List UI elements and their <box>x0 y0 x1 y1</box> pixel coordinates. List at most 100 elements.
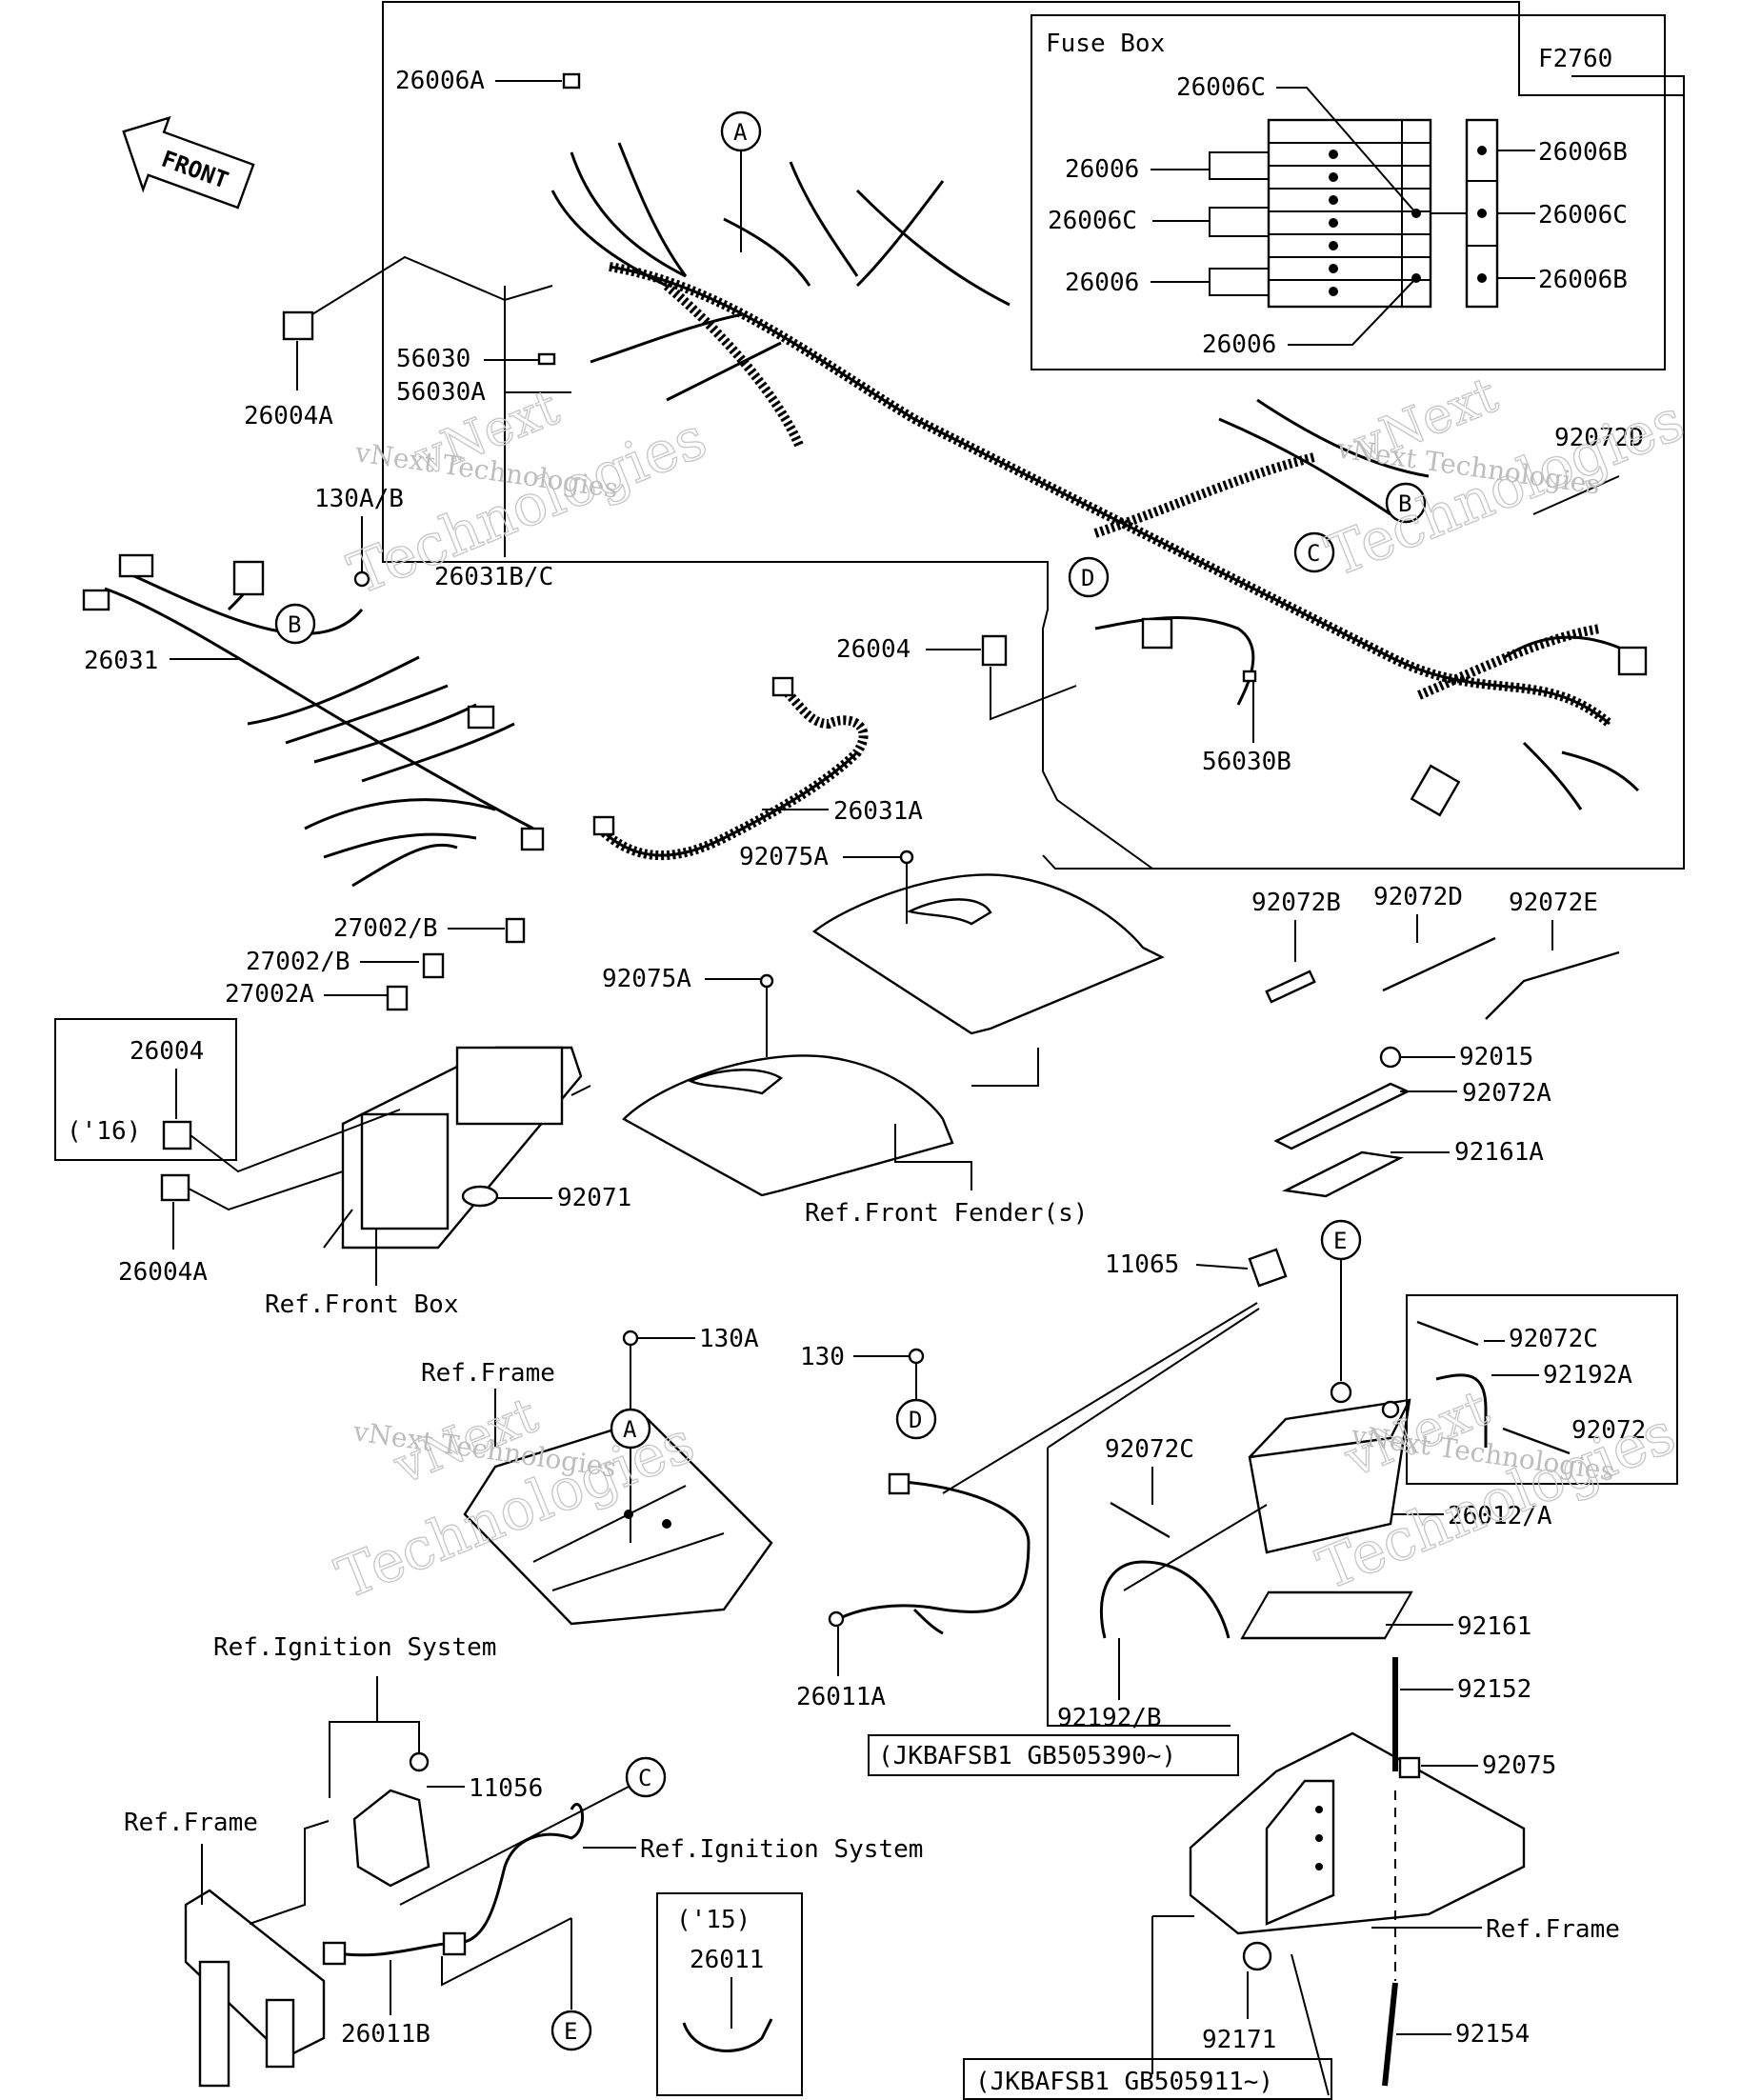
pad-92161A <box>1282 1150 1404 1198</box>
callout-C-bottom <box>625 1756 667 1798</box>
label-ref-ignition-top: Ref.Ignition System <box>213 1633 496 1662</box>
nut-92075 <box>1398 1756 1421 1779</box>
battery-tray <box>1189 1731 1526 1935</box>
label-92152: 92152 <box>1457 1675 1531 1704</box>
label-92072: 92072 <box>1571 1416 1646 1445</box>
variant-box-15 <box>656 1892 803 2096</box>
rod-92154 <box>1382 1982 1398 2087</box>
bolt-130AB <box>353 570 370 588</box>
svg-text:A: A <box>623 1416 637 1443</box>
front-box <box>323 1046 591 1250</box>
leader <box>1047 1308 1260 1449</box>
harness-boundary-left <box>382 246 1153 870</box>
connector-27002B-mid <box>422 952 445 979</box>
label-92071: 92071 <box>557 1184 631 1212</box>
svg-text:E: E <box>1333 1228 1347 1254</box>
fuse-leader <box>1276 87 1417 214</box>
label-92192A: 92192A <box>1543 1361 1632 1390</box>
fuse-label-26006-lower: 26006 <box>1065 269 1139 297</box>
variant-box-16 <box>54 1018 237 1161</box>
label-56030A: 56030A <box>396 378 486 407</box>
cover-11065 <box>1248 1248 1288 1288</box>
tie-92072 <box>1502 1427 1571 1455</box>
label-11056: 11056 <box>469 1774 543 1803</box>
leader <box>942 1302 1258 1494</box>
label-92072E: 92072E <box>1509 889 1598 917</box>
leader <box>990 667 1077 721</box>
label-ref-front-box: Ref.Front Box <box>265 1290 459 1319</box>
fuse-block <box>1267 118 1499 309</box>
label-ref-frame-right: Ref.Frame <box>1486 1915 1620 1944</box>
label-26004-mid: 26004 <box>836 635 911 664</box>
fuse-label-26006C-mid: 26006C <box>1048 207 1137 235</box>
front-arrow-icon: FRONT <box>122 115 255 210</box>
fuse-bracket <box>1209 207 1269 237</box>
svg-text:C: C <box>1307 540 1320 567</box>
label-26004A-left: 26004A <box>118 1258 208 1287</box>
label-26031BC: 26031B/C <box>434 563 553 591</box>
label-26004A-top: 26004A <box>244 402 333 430</box>
sub-harness-26031 <box>82 553 545 888</box>
screw-92075A-top <box>899 850 914 865</box>
lead-26011B <box>322 1802 585 1966</box>
screw-92075A-left <box>759 973 774 989</box>
label-92171: 92171 <box>1202 2026 1276 2054</box>
fuse-label-26006-upper: 26006 <box>1065 155 1139 184</box>
vin-note-2: (JKBAFSB1 GB505911~) <box>975 2068 1273 2096</box>
grommet-92071 <box>461 1185 499 1208</box>
label-92072B: 92072B <box>1251 889 1341 917</box>
sub-harness-26031A <box>592 676 869 861</box>
leader <box>441 1917 572 1987</box>
frame-section-left <box>184 1889 326 2088</box>
fuse-box-title: Fuse Box <box>1046 30 1165 58</box>
leader <box>329 1676 378 1798</box>
bolt-130A <box>622 1330 639 1347</box>
label-56030: 56030 <box>396 345 470 373</box>
front-fender-right <box>811 873 1165 1035</box>
label-130: 130 <box>800 1343 845 1371</box>
tie-92072C-mid <box>1110 1501 1171 1539</box>
tie-92072B <box>1265 970 1316 1004</box>
svg-text:A: A <box>733 119 748 146</box>
battery-leads-inset <box>1406 1294 1678 1485</box>
fuse-label-26006B-top: 26006B <box>1538 138 1628 167</box>
fuse-leader <box>1288 277 1417 346</box>
label-92075A-top: 92075A <box>739 843 829 871</box>
label-92192B: 92192/B <box>1057 1704 1162 1732</box>
label-ref-ignition-bottom: Ref.Ignition System <box>640 1835 923 1864</box>
label-26012A: 26012/A <box>1448 1502 1552 1530</box>
tie-92072C-top <box>1416 1320 1479 1347</box>
connector-26004-mid <box>981 634 1008 667</box>
ignition-bracket <box>352 1751 430 1888</box>
leader <box>188 1170 344 1211</box>
label-26031: 26031 <box>84 647 158 675</box>
label-92072A: 92072A <box>1462 1079 1551 1108</box>
leader <box>1123 1504 1268 1591</box>
tie-92072D <box>1382 936 1496 992</box>
label-26004-left: 26004 <box>130 1037 204 1066</box>
vin-box-1 <box>868 1734 1239 1776</box>
lead-26011A <box>828 1472 1031 1635</box>
front-fender-left <box>622 1054 954 1197</box>
fuse-label-26006C-top: 26006C <box>1176 73 1266 102</box>
fuse-box-callout <box>1571 75 1685 95</box>
fuse-label-26006B-bottom: 26006B <box>1538 266 1628 294</box>
leader <box>971 1048 1039 1087</box>
label-92015: 92015 <box>1459 1043 1533 1071</box>
fuse-bracket <box>1209 268 1269 296</box>
label-92154: 92154 <box>1455 2020 1530 2049</box>
svg-text:E: E <box>564 2018 577 2045</box>
bracket-92072A <box>1273 1082 1411 1150</box>
label-130AB: 130A/B <box>314 485 404 513</box>
callout-D-top <box>1068 556 1110 598</box>
label-92072C-top: 92072C <box>1509 1325 1598 1353</box>
leader <box>190 1109 401 1173</box>
label-92161: 92161 <box>1457 1612 1531 1641</box>
harness-boundary <box>382 1 1685 870</box>
lead-92192A <box>1435 1373 1488 1448</box>
label-ref-frame-mid: Ref.Frame <box>421 1359 555 1388</box>
leader <box>1195 1264 1249 1270</box>
figure-code: F2760 <box>1538 45 1612 73</box>
label-15: ('15) <box>676 1906 750 1934</box>
